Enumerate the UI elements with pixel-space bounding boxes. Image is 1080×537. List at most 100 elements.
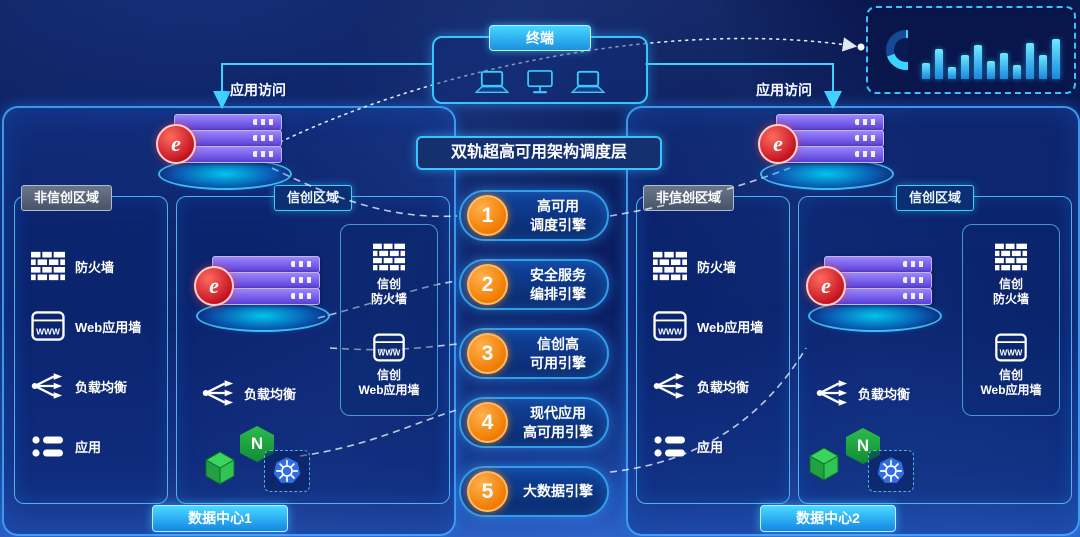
green-cube-icon [202, 450, 238, 486]
xinchuang-web-app-wall-label: 信创 Web应用墙 [980, 368, 1041, 398]
bar [987, 61, 995, 79]
dc1-non-xinchuang-zone: 非信创区域 防火墙 Web应用墙 负载均衡 应用 [14, 185, 168, 504]
dc1-xinchuang-infobox: 信创 防火墙 信创 Web应用墙 [340, 224, 438, 416]
item-label: 负载均衡 [697, 379, 750, 395]
list-item-application: 应用 [31, 431, 159, 461]
kubernetes-icon [876, 456, 906, 486]
server-icon [824, 256, 932, 273]
dc1-xinchuang-server-stack: e [188, 250, 338, 336]
gauge-icon [886, 30, 908, 70]
dc1-non-xinchuang-zone-title: 非信创区域 [21, 185, 113, 211]
terminal-devices [434, 68, 646, 96]
dc2-non-xinchuang-zone-title: 非信创区域 [643, 185, 735, 211]
datacenter2-tag: 数据中心2 [760, 505, 896, 532]
bar [961, 55, 969, 79]
bar [1013, 65, 1021, 79]
container-platform-icon [806, 446, 842, 482]
engine-label: 安全服务 编排引擎 [509, 266, 607, 302]
label-line: 调度引擎 [530, 216, 586, 233]
engine-label: 信创高 可用引擎 [509, 335, 607, 371]
container-platform-icon [202, 450, 238, 486]
bar [1039, 55, 1047, 79]
web-app-wall-icon [31, 311, 65, 341]
xinchuang-firewall-icon [995, 243, 1027, 271]
label-line: 防火墙 [370, 291, 407, 306]
terminal-box: 终端 [432, 25, 648, 104]
item-label: 负载均衡 [244, 386, 297, 402]
label-line: 防火墙 [992, 291, 1029, 306]
firewall-icon [31, 251, 65, 281]
app-access-label-right: 应用访问 [756, 82, 812, 98]
engine-number-badge: 5 [467, 471, 508, 512]
label-line: 可用引擎 [530, 354, 586, 371]
dashboard-connector-dot [857, 43, 865, 51]
list-item-firewall: 防火墙 [653, 251, 781, 281]
app-access-label-left: 应用访问 [230, 82, 286, 98]
label-line: Web应用墙 [980, 382, 1042, 397]
monitor-icon [523, 68, 557, 96]
web-app-wall-icon [653, 311, 687, 341]
label-line: 信创 [998, 367, 1023, 382]
application-icon [31, 431, 65, 461]
label-line: 信创 [998, 276, 1023, 291]
vendor-logo: e [194, 266, 234, 306]
item-label: 防火墙 [75, 259, 115, 275]
application-icon [653, 431, 687, 461]
item-label: Web应用墙 [697, 319, 764, 335]
dc2-non-xinchuang-items: 防火墙 Web应用墙 负载均衡 应用 [653, 251, 781, 461]
label-line: 信创 [376, 276, 401, 291]
label-line: 现代应用 [530, 405, 586, 422]
engine-number-badge: 4 [467, 402, 508, 443]
monitoring-dashboard [866, 6, 1076, 94]
label-line: 信创 [376, 367, 401, 382]
xinchuang-web-app-wall-label: 信创 Web应用墙 [358, 368, 419, 398]
bar [1000, 53, 1008, 79]
dc2-top-server-stack: e [752, 108, 902, 194]
green-cube-icon [806, 446, 842, 482]
xinchuang-web-app-wall-icon [995, 333, 1027, 362]
item-label: 应用 [75, 439, 102, 455]
dc2-xinchuang-load-balancer: 负载均衡 [816, 378, 910, 408]
item-label: 防火墙 [697, 259, 737, 275]
engine-item-3: 3 信创高 可用引擎 [459, 328, 609, 379]
list-item-web-app-wall: Web应用墙 [31, 311, 159, 341]
firewall-icon [653, 251, 687, 281]
item-label: 应用 [697, 439, 724, 455]
list-item-firewall: 防火墙 [31, 251, 159, 281]
dc2-non-xinchuang-zone: 非信创区域 防火墙 Web应用墙 负载均衡 应用 [636, 185, 790, 504]
engine-item-2: 2 安全服务 编排引擎 [459, 259, 609, 310]
label-line: Web应用墙 [358, 382, 420, 397]
server-icon [212, 256, 320, 273]
xinchuang-web-app-wall-icon [373, 333, 405, 362]
xinchuang-firewall-label: 信创 防火墙 [993, 277, 1029, 307]
vendor-logo: e [156, 124, 196, 164]
server-icon [174, 146, 282, 163]
engine-item-4: 4 现代应用 高可用引擎 [459, 397, 609, 448]
load-balancer-icon [816, 378, 850, 408]
list-item-load-balancer: 负载均衡 [31, 371, 159, 401]
engine-list: 1 高可用 调度引擎 2 安全服务 编排引擎 3 信创高 可用引擎 4 现代应用 [459, 190, 609, 535]
scheduler-banner: 双轨超高可用架构调度层 [416, 136, 662, 170]
laptop-icon [473, 70, 511, 96]
dc1-top-server-stack: e [150, 108, 300, 194]
engine-label: 大数据引擎 [509, 482, 607, 500]
list-item-web-app-wall: Web应用墙 [653, 311, 781, 341]
xinchuang-firewall-label: 信创 防火墙 [371, 277, 407, 307]
bar [1052, 39, 1060, 79]
bar [1026, 43, 1034, 79]
xinchuang-firewall-icon [373, 243, 405, 271]
server-icon [174, 114, 282, 131]
engine-label: 高可用 调度引擎 [509, 197, 607, 233]
kubernetes-box [264, 450, 310, 492]
load-balancer-icon [653, 371, 687, 401]
terminal-label: 终端 [489, 25, 591, 51]
label-line: 编排引擎 [530, 285, 586, 302]
label-line: 高可用 [537, 198, 579, 215]
vendor-logo: e [758, 124, 798, 164]
datacenter1-tag: 数据中心1 [152, 505, 288, 532]
item-label: 负载均衡 [75, 379, 128, 395]
label-line: 高可用引擎 [523, 423, 593, 440]
item-label: 负载均衡 [858, 386, 911, 402]
label-line: 信创高 [537, 336, 579, 353]
list-item-application: 应用 [653, 431, 781, 461]
